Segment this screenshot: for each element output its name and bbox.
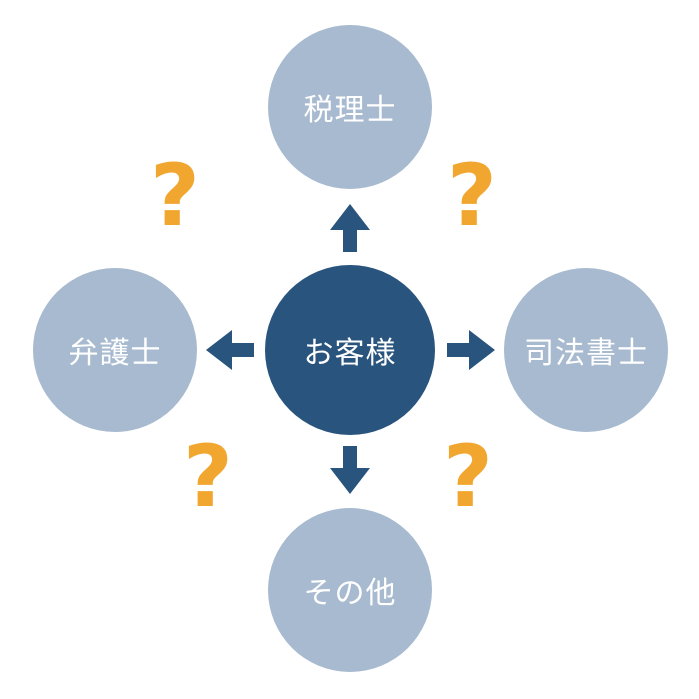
arrow-left-icon xyxy=(206,330,254,370)
question-mark-bottom-right: ? xyxy=(443,427,493,527)
node-judicial-scrivener-label: 司法書士 xyxy=(524,336,648,371)
node-other-label: その他 xyxy=(303,576,397,611)
node-lawyer: 弁護士 xyxy=(33,268,197,432)
node-tax-accountant: 税理士 xyxy=(268,25,432,189)
arrow-down-icon xyxy=(330,446,370,494)
node-judicial-scrivener: 司法書士 xyxy=(504,268,668,432)
node-lawyer-label: 弁護士 xyxy=(68,336,162,371)
question-mark-top-left: ? xyxy=(150,146,200,246)
node-customer: お客様 xyxy=(265,265,435,435)
arrow-up-icon xyxy=(330,204,370,252)
question-mark-bottom-left: ? xyxy=(183,427,233,527)
node-other: その他 xyxy=(268,508,432,672)
node-tax-accountant-label: 税理士 xyxy=(303,93,397,128)
node-customer-label: お客様 xyxy=(303,336,397,371)
arrow-right-icon xyxy=(447,330,495,370)
question-mark-top-right: ? xyxy=(447,146,497,246)
